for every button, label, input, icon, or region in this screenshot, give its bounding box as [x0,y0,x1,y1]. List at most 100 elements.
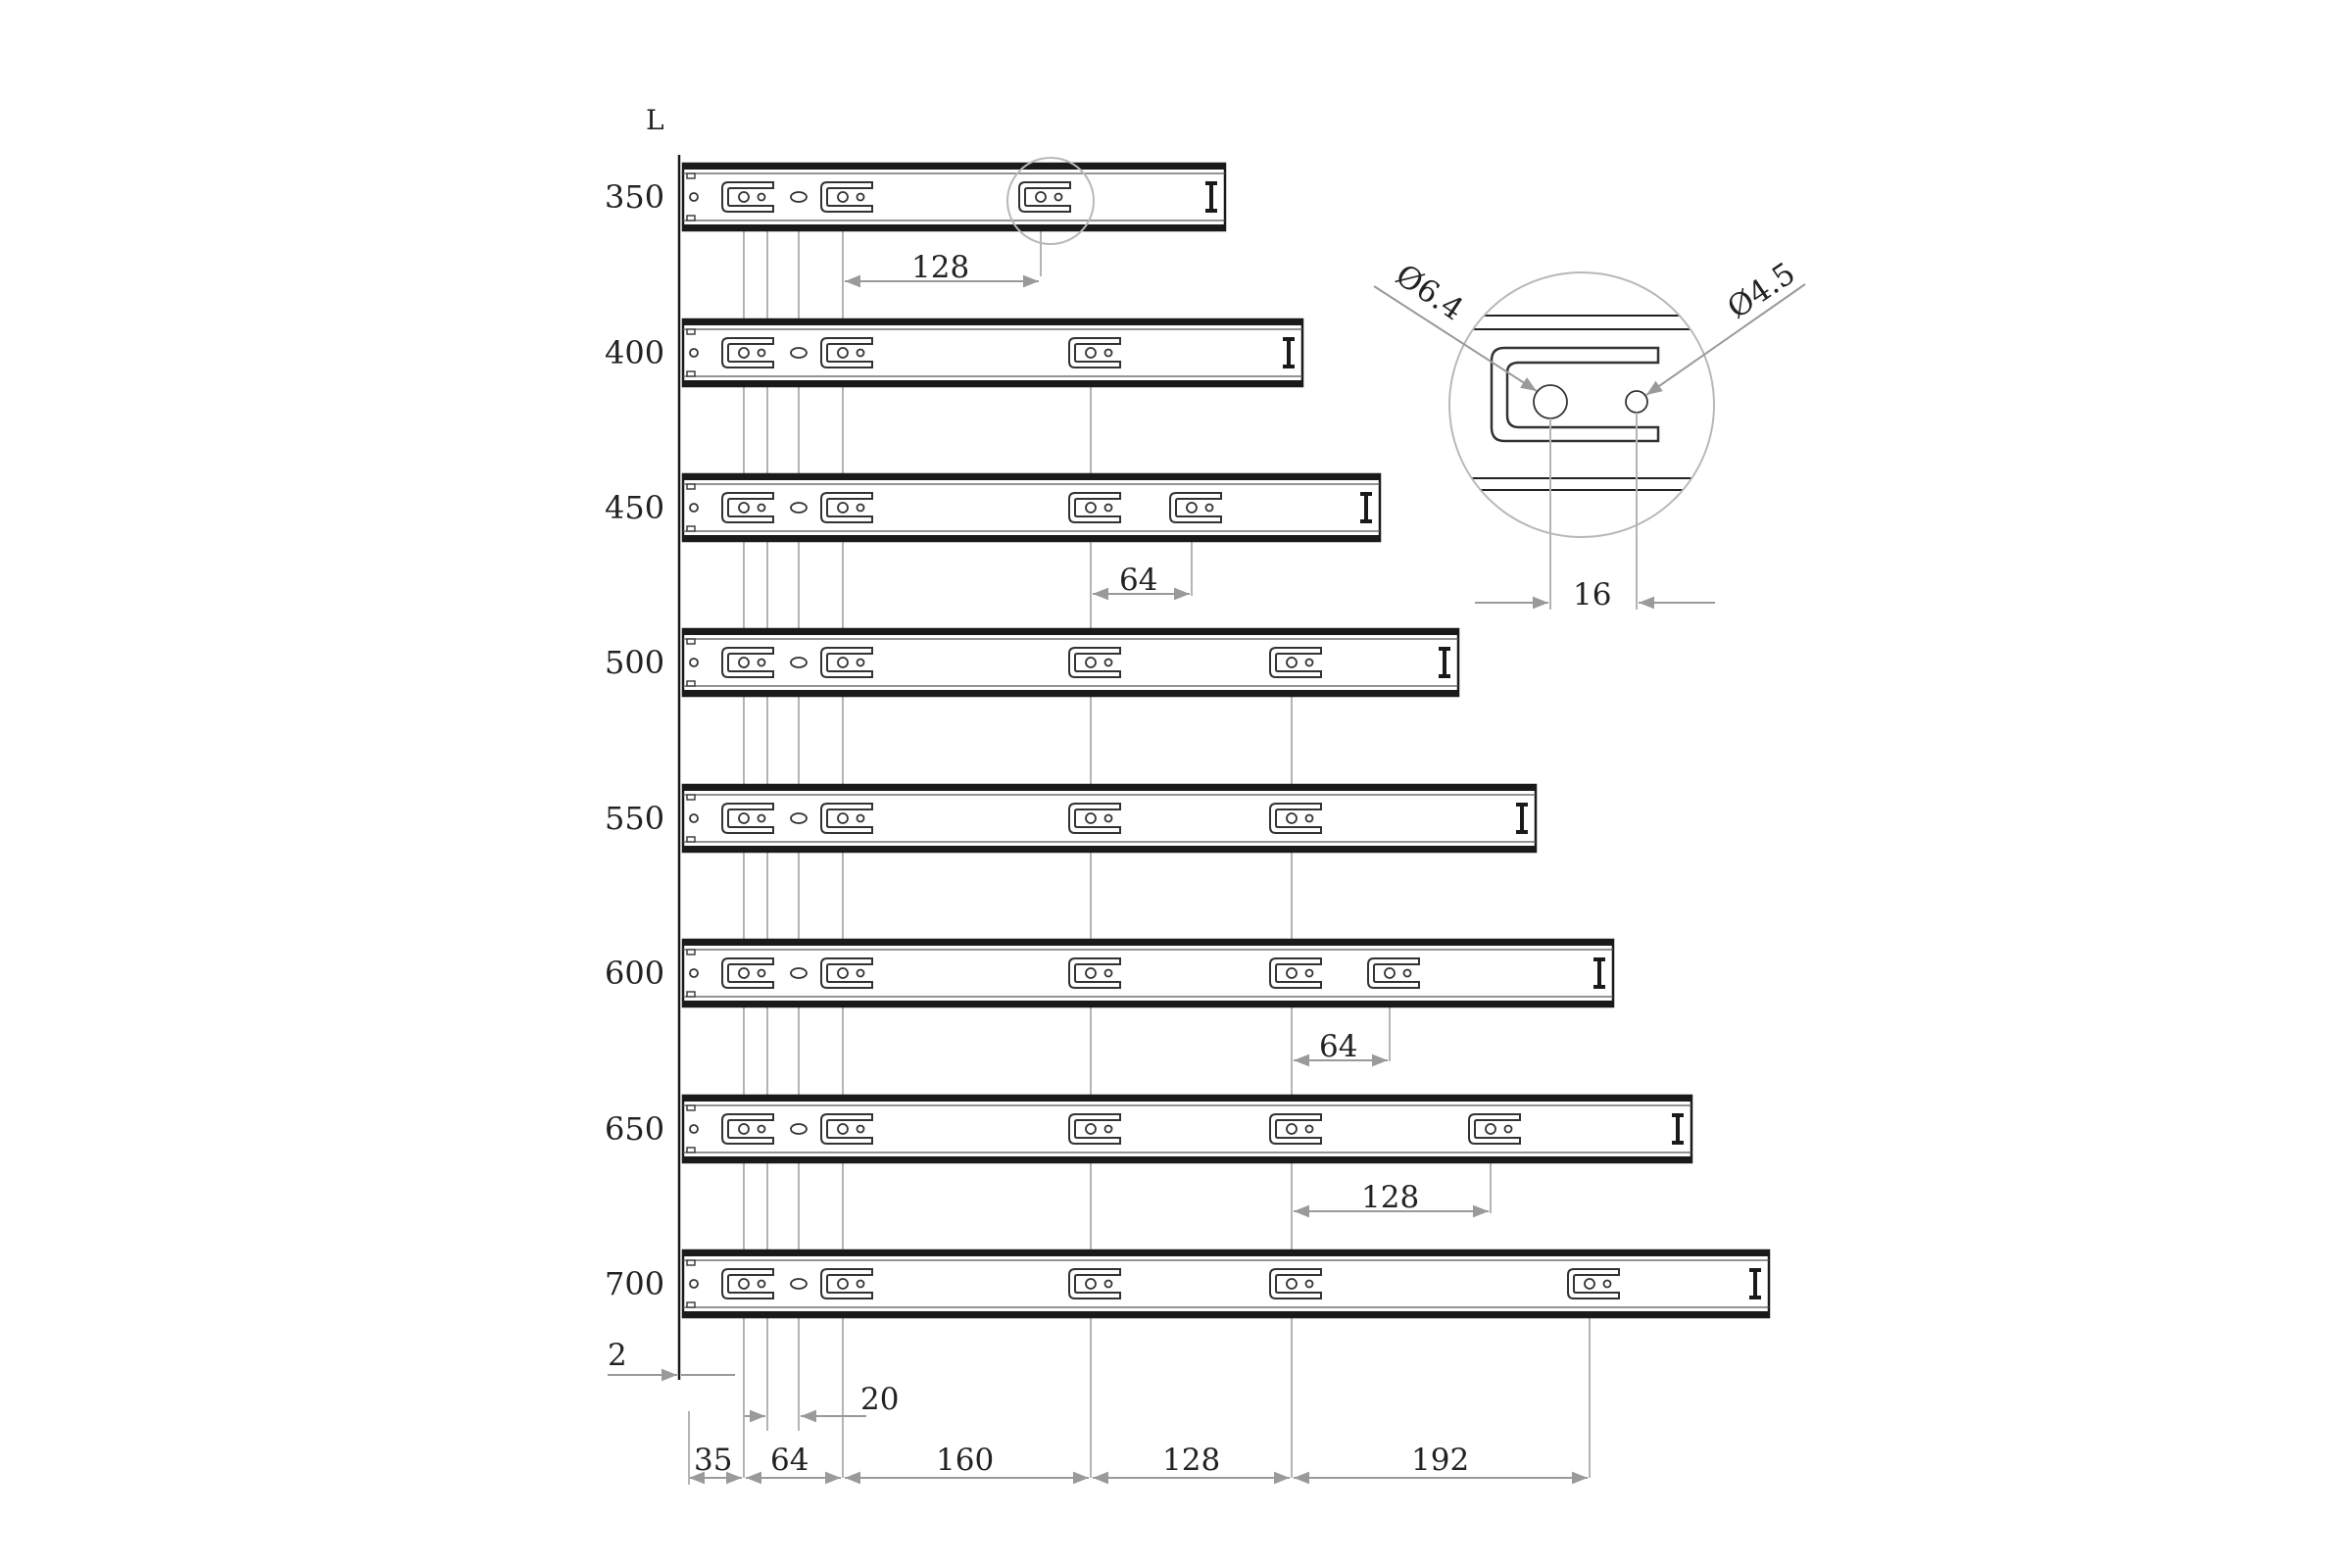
rail-top-edge [683,629,1458,635]
front-hole [689,968,699,978]
oval-hole [790,812,808,824]
dim-bottom-128: 128 [1162,1443,1220,1478]
mounting-slot [820,492,873,523]
rail-bottom-edge [683,380,1302,386]
front-hole [689,813,699,823]
dim-128-top: 128 [911,250,969,285]
dim-64-450: 64 [1119,563,1157,598]
mounting-slot [1068,1268,1121,1299]
dim-64-600: 64 [1319,1029,1357,1064]
mounting-slot [721,957,774,989]
rail-length-label: 400 [605,334,664,371]
front-hole [689,348,699,358]
detail-callout-circle [1006,157,1095,245]
mounting-slot [1269,803,1322,834]
rail-length-label: 700 [605,1265,664,1302]
rail-500: 500 [605,627,1460,698]
rail-bottom-edge [683,535,1380,541]
mounting-slot [1169,492,1222,523]
detail-large-hole-label: Ø6.4 [1390,258,1470,328]
mounting-slot [721,181,774,213]
rail-length-label: 650 [605,1110,664,1148]
mounting-slot [1018,181,1071,213]
rail-length-label: 550 [605,800,664,837]
mounting-slot [721,337,774,368]
rail-550: 550 [605,783,1538,854]
mounting-slot [1468,1113,1521,1145]
rail-top-edge [683,164,1225,170]
mounting-slot [1269,1113,1322,1145]
rail-top-edge [683,785,1536,791]
rail-length-label: 350 [605,178,664,216]
dim-bottom-192: 192 [1411,1443,1469,1478]
dimension-lines [608,274,1588,1485]
front-hole [689,503,699,513]
dim-bottom-35: 35 [694,1443,732,1478]
dim-bottom-64: 64 [770,1443,808,1478]
rail-bottom-edge [683,224,1225,230]
rail-bottom-edge [683,690,1458,696]
mounting-slot [1068,337,1121,368]
mounting-slot [820,1113,873,1145]
mounting-slot [1068,803,1121,834]
mounting-slot [1269,647,1322,678]
rail-bottom-edge [683,846,1536,852]
rail-top-edge [683,1096,1691,1102]
rail-body [681,1094,1693,1164]
mounting-slot [721,647,774,678]
front-hole [689,658,699,667]
mounting-slot [820,181,873,213]
mounting-slot [1269,1268,1322,1299]
dim-offset-2: 2 [608,1338,627,1373]
rail-length-label: 450 [605,489,664,526]
mounting-slot [820,337,873,368]
dim-bottom-160: 160 [936,1443,994,1478]
oval-hole [790,191,808,203]
mounting-slot [1068,492,1121,523]
mounting-slot [1068,957,1121,989]
mounting-slot [721,803,774,834]
rail-top-edge [683,1250,1769,1256]
rail-bottom-edge [683,1001,1613,1006]
mounting-slot [820,957,873,989]
rail-400: 400 [605,318,1304,388]
rail-350: 350 [605,162,1227,232]
mounting-slot [1367,957,1420,989]
rail-top-edge [683,940,1613,946]
rail-top-edge [683,319,1302,325]
mounting-slot [1068,647,1121,678]
rail-bottom-edge [683,1311,1769,1317]
mounting-slot [1567,1268,1620,1299]
detail-spacing-label: 16 [1573,577,1611,612]
axis-label: L [646,104,664,136]
rail-700: 700 [605,1249,1771,1319]
front-hole [689,1124,699,1134]
dim-offset-20: 20 [860,1382,899,1417]
rail-650: 650 [605,1094,1693,1164]
oval-hole [790,657,808,668]
rail-top-edge [683,474,1380,480]
rail-bottom-edge [683,1156,1691,1162]
rail-600: 600 [605,938,1615,1008]
mounting-slot [1269,957,1322,989]
mounting-slot [820,647,873,678]
rail-body [681,162,1227,232]
mounting-slot [721,1113,774,1145]
rail-length-label: 600 [605,955,664,992]
oval-hole [790,967,808,979]
rails: 350 400 450 500 550 600 650 700 [605,162,1771,1319]
oval-hole [790,1123,808,1135]
hole-detail-view [1373,271,1806,610]
mounting-slot [721,492,774,523]
oval-hole [790,502,808,514]
front-hole [689,192,699,202]
mounting-slot [820,803,873,834]
rail-length-label: 500 [605,644,664,681]
oval-hole [790,347,808,359]
front-hole [689,1279,699,1289]
mounting-slot [721,1268,774,1299]
oval-hole [790,1278,808,1290]
dim-128-650: 128 [1361,1180,1419,1215]
rail-450: 450 [605,472,1382,543]
